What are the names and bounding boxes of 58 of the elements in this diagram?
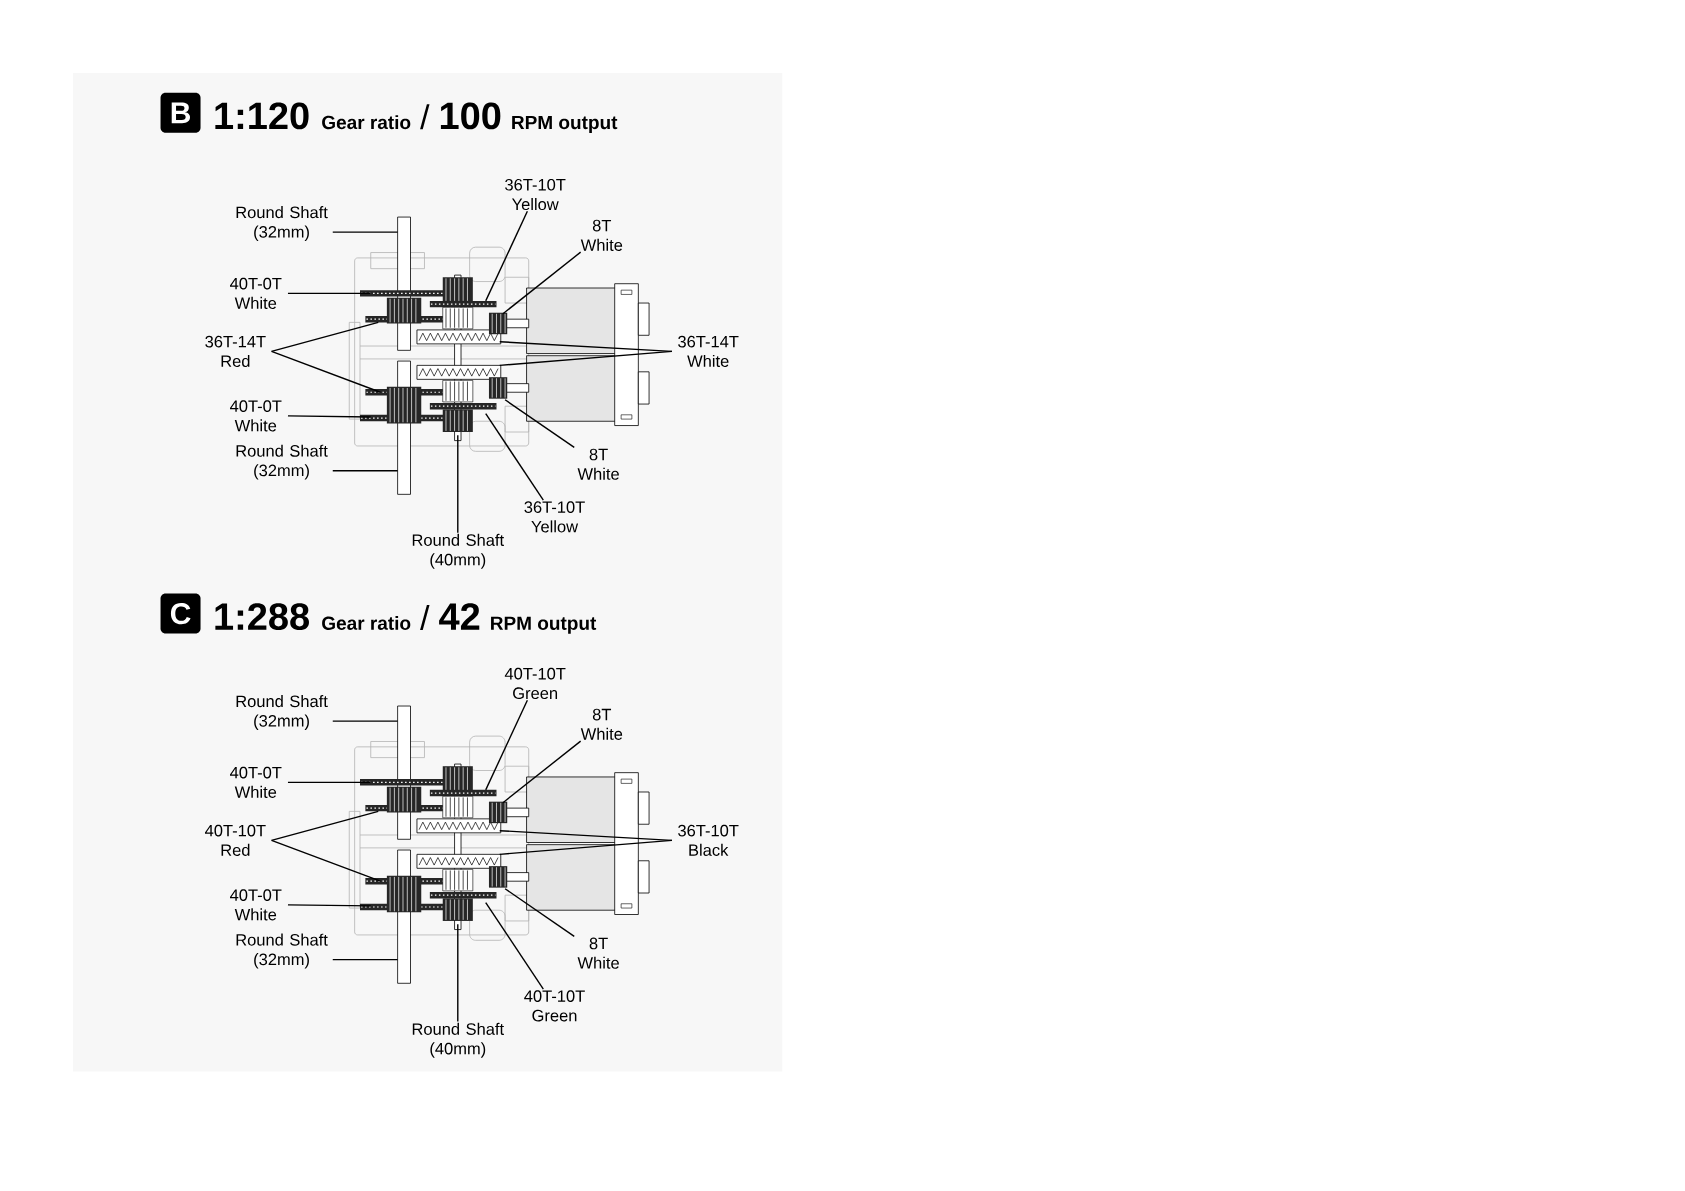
part-label: 40T-0T White (230, 766, 282, 799)
part-label: Round Shaft (32mm) (236, 444, 328, 480)
heading-text: Gear ratio (322, 115, 411, 130)
leader-line (332, 470, 399, 472)
leader-line (499, 839, 673, 856)
leader-line (485, 902, 545, 990)
leader-line (287, 415, 372, 418)
part-label: 40T-10T Green (504, 668, 566, 700)
heading-text: RPM output (512, 116, 618, 134)
leader-line (485, 210, 529, 302)
part-label: 36T-10T Yellow (524, 501, 585, 533)
leader-line (457, 434, 459, 534)
part-label: 8T White (577, 937, 619, 969)
part-label: Round Shaft (40mm) (412, 534, 504, 569)
leader-line (504, 399, 575, 449)
leader-line (270, 350, 382, 394)
part-label: 40T-10T Red (205, 824, 266, 857)
leader-line (287, 781, 372, 784)
part-label: 40T-0T White (230, 889, 282, 921)
leader-line (270, 839, 382, 883)
letter-badge: B (160, 93, 201, 133)
slash: / (420, 605, 430, 631)
part-label: 36T-10T Yellow (505, 179, 566, 211)
part-label: 8T White (577, 448, 619, 480)
part-label: Round Shaft (40mm) (412, 1022, 504, 1058)
leader-line (332, 720, 399, 722)
heading-text: RPM output (491, 616, 597, 634)
part-label: 40T-0T White (230, 277, 282, 310)
part-label: Round Shaft (32mm) (236, 695, 328, 731)
part-label: Round Shaft (32mm) (236, 933, 328, 969)
leader-line (332, 959, 399, 961)
leader-line (502, 740, 582, 804)
leader-line (457, 923, 459, 1023)
letter-badge: C (160, 593, 201, 634)
leader-line (270, 810, 379, 842)
part-label: 40T-10T Green (524, 990, 585, 1022)
leader-line (270, 321, 379, 353)
slash: / (420, 104, 430, 130)
part-label: 8T White (580, 219, 623, 252)
leader-line (485, 699, 529, 791)
leader-line (332, 231, 399, 233)
part-label: 8T White (580, 708, 623, 741)
part-label: Round Shaft (32mm) (236, 206, 328, 242)
ratio-number: 1:120 (215, 102, 309, 130)
part-label: 36T-14T White (678, 335, 739, 368)
ratio-number: 1:288 (215, 603, 309, 631)
part-label: 36T-10T Black (678, 824, 739, 857)
part-label: 40T-0T White (230, 400, 282, 432)
rpm-number: 100 (440, 102, 501, 130)
leader-line (287, 904, 372, 907)
leader-line (504, 888, 575, 938)
rpm-number: 42 (439, 603, 480, 630)
leader-line (287, 292, 372, 295)
heading-text: Gear ratio (322, 616, 411, 631)
leader-line (502, 251, 582, 315)
part-label: 36T-14T Red (205, 335, 266, 368)
leader-line (499, 350, 673, 367)
leader-line (485, 413, 545, 501)
